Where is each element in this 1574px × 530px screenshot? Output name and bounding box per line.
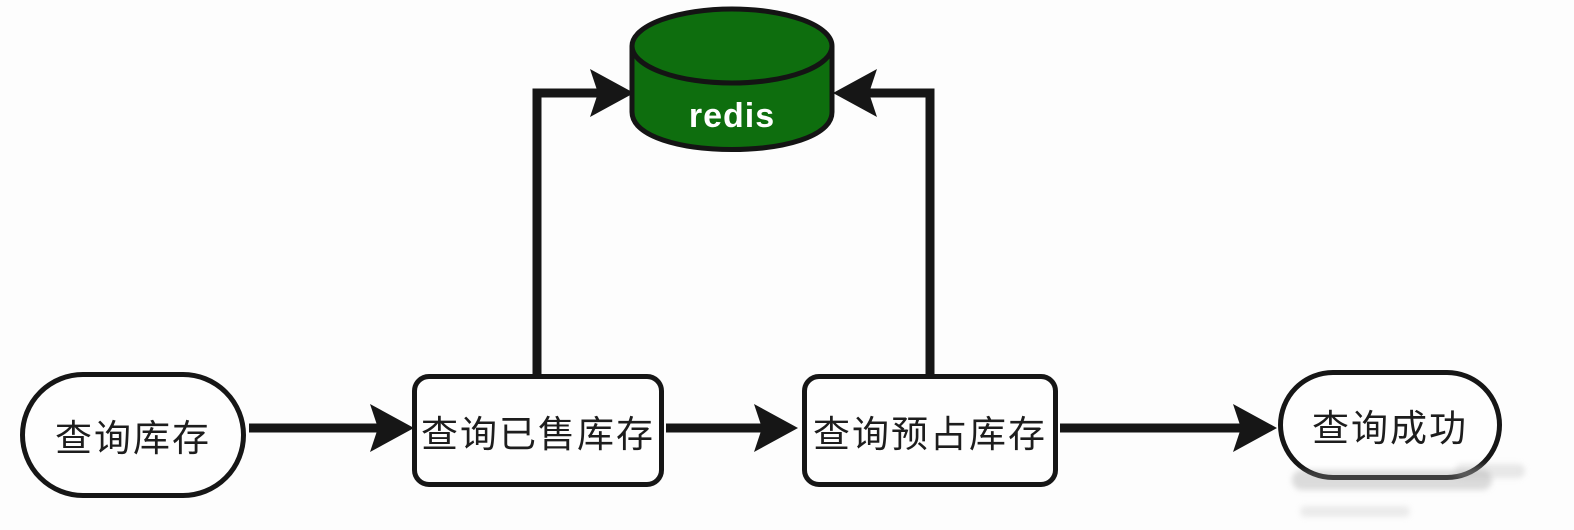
arrowhead-right-icon (590, 69, 634, 117)
watermark-smudge (1455, 464, 1525, 478)
watermark-smudge (1300, 506, 1410, 517)
cylinder-top (629, 6, 835, 86)
edge-reserved-to-redis (833, 69, 935, 380)
node-label: 查询预占库存 (813, 413, 1047, 455)
arrowhead-right-icon (1233, 404, 1277, 452)
node-query-sold-inventory: 查询已售库存 (412, 374, 664, 487)
arrowhead-left-icon (833, 69, 877, 117)
arrowhead-right-icon (754, 404, 798, 452)
watermark-smudge (1292, 470, 1492, 490)
node-label: 查询已售库存 (421, 413, 655, 455)
edge-reserved-to-success (1060, 404, 1277, 452)
node-query-reserved-inventory: 查询预占库存 (802, 374, 1058, 487)
node-query-inventory: 查询库存 (20, 372, 246, 498)
node-query-success: 查询成功 (1278, 370, 1502, 480)
arrowhead-right-icon (370, 404, 414, 452)
edge-sold-to-reserved (666, 404, 798, 452)
node-label: 查询库存 (55, 418, 211, 459)
node-label: 查询成功 (1312, 408, 1468, 449)
redis-label: redis (688, 97, 776, 135)
edge-sold-to-redis (532, 69, 634, 380)
edge-start-to-sold (249, 404, 414, 452)
redis-database-cylinder (626, 2, 838, 162)
